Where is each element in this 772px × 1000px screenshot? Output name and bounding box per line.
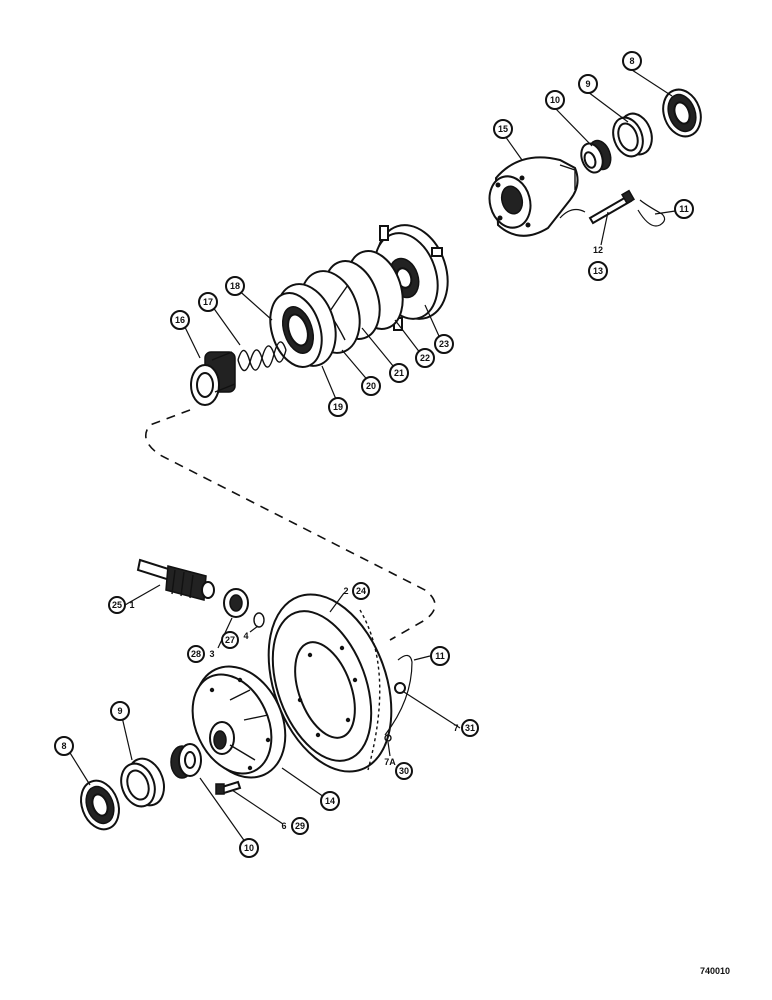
callout-9-top: 9 <box>578 74 598 94</box>
svg-text:14: 14 <box>325 796 335 806</box>
svg-text:20: 20 <box>366 381 376 391</box>
bearing-roller-top <box>580 139 612 174</box>
svg-text:24: 24 <box>356 586 366 596</box>
label-6: 6 <box>281 821 286 831</box>
bearing-cone-top <box>662 88 702 138</box>
svg-text:22: 22 <box>420 353 430 363</box>
svg-text:10: 10 <box>244 843 254 853</box>
svg-text:9: 9 <box>585 79 590 89</box>
svg-text:17: 17 <box>203 297 213 307</box>
svg-text:11: 11 <box>679 204 689 214</box>
lock-wire-bottom <box>384 654 413 736</box>
label-7: 7 <box>453 723 458 733</box>
callout-14: 14 <box>320 791 340 811</box>
label-2: 2 <box>343 586 348 596</box>
svg-text:8: 8 <box>61 741 66 751</box>
callout-9-bottom: 9 <box>110 701 130 721</box>
snap-ring <box>253 612 265 628</box>
callout-10-top: 10 <box>545 90 565 110</box>
svg-text:8: 8 <box>629 56 634 66</box>
pinion-bearing <box>223 588 249 618</box>
bearing-cup-bottom <box>120 757 165 808</box>
bearing-roller-bottom <box>170 743 202 779</box>
differential-case-half-lower <box>191 665 287 779</box>
callout-28: 28 <box>187 645 205 663</box>
drive-pinion <box>136 558 215 601</box>
svg-text:13: 13 <box>593 266 603 276</box>
callout-13: 13 <box>588 261 608 281</box>
callout-29: 29 <box>291 817 309 835</box>
svg-text:9: 9 <box>117 706 122 716</box>
callout-10-bottom: 10 <box>239 838 259 858</box>
callout-22: 22 <box>415 348 435 368</box>
callout-15: 15 <box>493 119 513 139</box>
lock-wire-top <box>559 199 666 227</box>
callout-11-bottom: 11 <box>430 646 450 666</box>
svg-text:16: 16 <box>175 315 185 325</box>
svg-text:10: 10 <box>550 95 560 105</box>
svg-text:18: 18 <box>230 281 240 291</box>
callout-19: 19 <box>328 397 348 417</box>
leader-lines <box>66 69 683 847</box>
label-1: 1 <box>129 600 134 610</box>
label-12: 12 <box>593 245 603 255</box>
sleeve-gear <box>190 351 236 406</box>
figure-number: 740010 <box>700 966 731 976</box>
callout-17: 17 <box>198 292 218 312</box>
callout-20: 20 <box>361 376 381 396</box>
case-bolt-lower <box>215 780 242 795</box>
callout-25: 25 <box>108 596 126 614</box>
assembly-connection-line <box>144 409 436 641</box>
label-3: 3 <box>209 649 214 659</box>
callout-18-top: 18 <box>225 276 245 296</box>
svg-text:28: 28 <box>191 649 201 659</box>
case-bolt <box>588 189 635 225</box>
coil-spring <box>237 341 287 372</box>
callout-21: 21 <box>389 363 409 383</box>
bearing-cone-bottom <box>80 779 120 831</box>
differential-case-half <box>488 156 579 237</box>
callout-8-bottom: 8 <box>54 736 74 756</box>
svg-text:11: 11 <box>435 651 445 661</box>
svg-text:15: 15 <box>498 124 508 134</box>
callout-16: 16 <box>170 310 190 330</box>
svg-text:29: 29 <box>295 821 305 831</box>
svg-text:31: 31 <box>465 723 475 733</box>
callout-27: 27 <box>221 631 239 649</box>
svg-text:27: 27 <box>225 635 235 645</box>
label-7a: 7A <box>384 757 396 767</box>
bearing-cup-top <box>612 112 653 158</box>
svg-text:19: 19 <box>333 402 343 412</box>
lock-nut <box>394 682 406 694</box>
callout-11-top: 11 <box>674 199 694 219</box>
label-4: 4 <box>243 631 248 641</box>
callout-8-top: 8 <box>622 51 642 71</box>
svg-text:21: 21 <box>394 368 404 378</box>
callout-30: 30 <box>395 762 413 780</box>
clutch-housing <box>269 283 337 368</box>
svg-text:23: 23 <box>439 339 449 349</box>
svg-text:25: 25 <box>112 600 122 610</box>
callout-31: 31 <box>461 719 479 737</box>
svg-text:30: 30 <box>399 766 409 776</box>
callout-24: 24 <box>352 582 370 600</box>
washer-7a <box>384 734 392 742</box>
callout-23: 23 <box>434 334 454 354</box>
ring-gear <box>267 593 393 773</box>
